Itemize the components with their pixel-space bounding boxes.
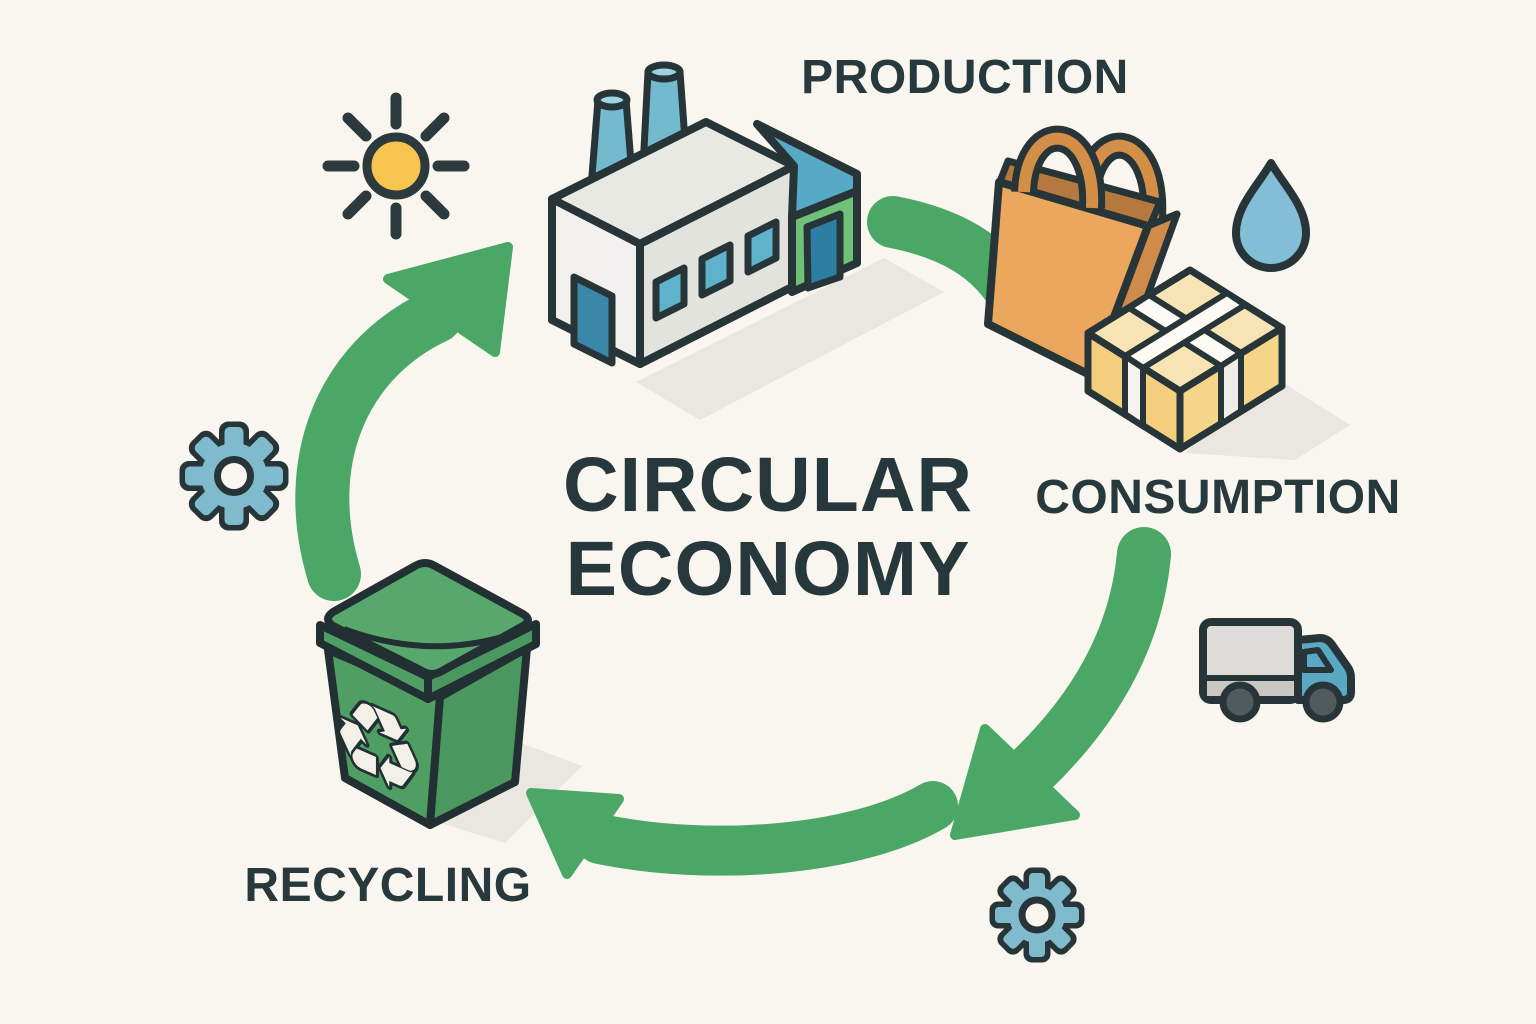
factory-icon — [548, 61, 861, 368]
water-drop-icon — [1232, 159, 1310, 272]
factory-window — [744, 218, 780, 276]
sun-disc — [362, 132, 430, 200]
arrow-head — [950, 724, 1080, 840]
arrow-consumption-down — [950, 527, 1171, 840]
annex-door — [803, 210, 844, 292]
factory-door — [570, 273, 616, 367]
sun-rays — [322, 92, 470, 240]
cycle-arrows — [295, 196, 1171, 879]
truck-window — [1301, 647, 1334, 673]
arrow-head — [383, 242, 513, 357]
arrow-recycling-to-production — [295, 242, 513, 601]
arrow-to-recycling — [526, 781, 958, 879]
package-strap — [1218, 350, 1244, 427]
truck-wheel — [1302, 681, 1344, 723]
gear-icon — [179, 421, 289, 531]
arrow-head — [526, 788, 624, 879]
gear-icon — [989, 867, 1085, 963]
chimney-top — [644, 61, 684, 83]
bin-lid-seam — [342, 626, 519, 650]
bin-lid-top — [324, 559, 532, 678]
package-strap — [1122, 353, 1146, 429]
truck-wheel — [1219, 681, 1261, 723]
factory-shadow — [636, 258, 944, 420]
recycling-label: RECYCLING — [244, 859, 532, 912]
diagram-title: CIRCULAR ECONOMY — [563, 443, 973, 611]
arrow-shaft — [1005, 527, 1171, 797]
factory-window — [652, 264, 688, 322]
consumption-label: CONSUMPTION — [1035, 471, 1401, 524]
package-shadow — [1185, 372, 1350, 460]
production-label: PRODUCTION — [801, 51, 1129, 104]
chimney-top — [593, 89, 631, 111]
title-line-2: ECONOMY — [565, 526, 971, 612]
delivery-truck-icon — [1199, 618, 1355, 723]
factory-window — [698, 241, 734, 299]
title-line-1: CIRCULAR — [562, 442, 974, 528]
recycle-bin-icon: ♻ — [316, 559, 540, 830]
package-icon — [1084, 266, 1286, 453]
sun-icon — [322, 92, 470, 240]
arrow-shaft — [295, 289, 463, 601]
arrow-shaft — [575, 781, 958, 876]
bag-handle — [1018, 132, 1099, 209]
